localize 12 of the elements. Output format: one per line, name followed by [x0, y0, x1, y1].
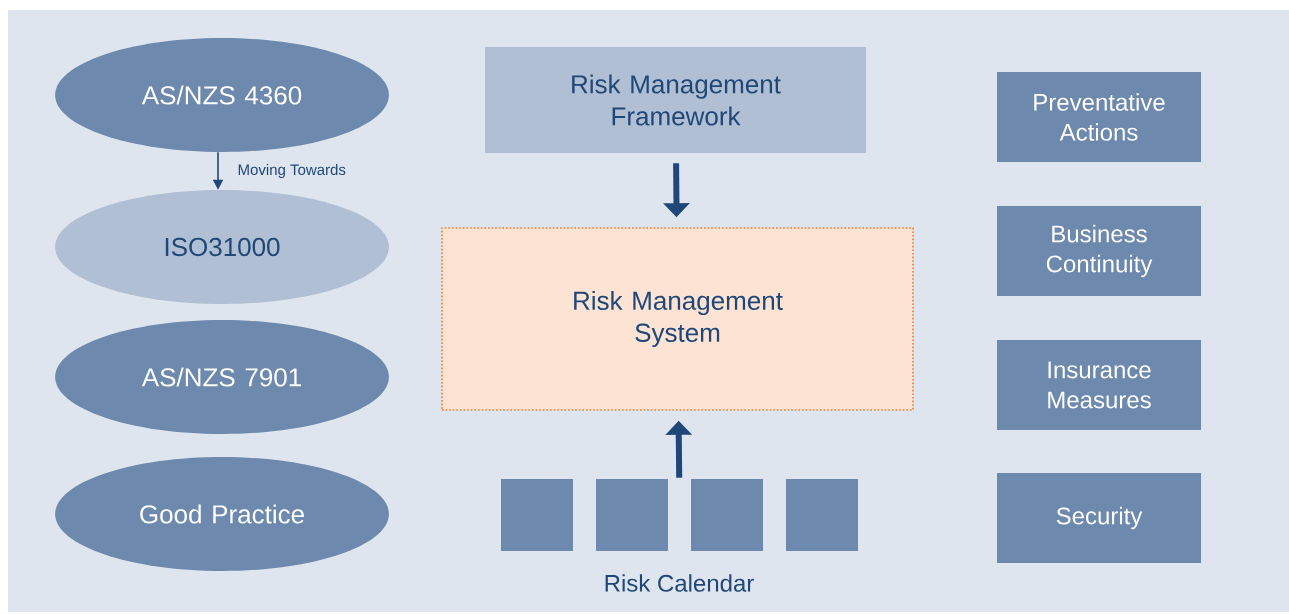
calendar-square	[501, 479, 573, 551]
process-box: Business Continuity	[997, 206, 1201, 296]
process-box: Security	[997, 473, 1201, 563]
calendar-square	[596, 479, 668, 551]
process-box: Risk Management System	[441, 227, 914, 411]
calendar-square	[786, 479, 858, 551]
process-box: Preventative Actions	[997, 72, 1201, 162]
calendar-square	[691, 479, 763, 551]
group-label: Risk Calendar	[605, 574, 754, 592]
process-box: Risk Management Framework	[485, 47, 866, 153]
edge-label: Moving Towards	[238, 164, 346, 178]
process-box: Insurance Measures	[997, 340, 1201, 430]
